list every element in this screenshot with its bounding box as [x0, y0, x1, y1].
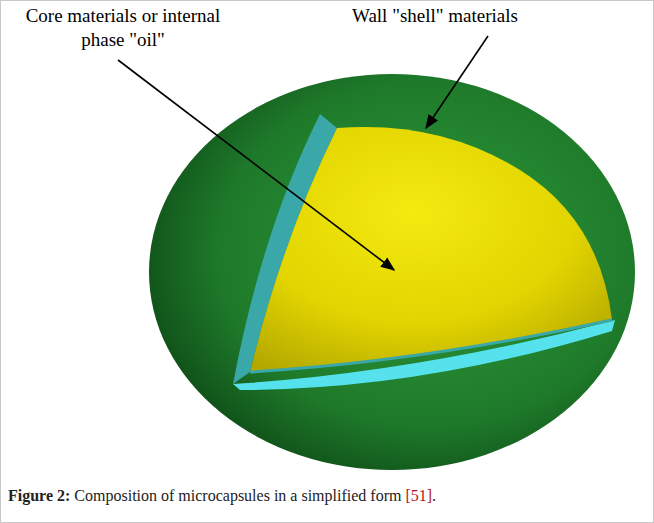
shell-sphere — [149, 74, 635, 470]
caption-text: Composition of microcapsules in a simpli… — [70, 487, 405, 504]
caption-number: Figure 2: — [8, 487, 70, 504]
caption-reference: [51] — [405, 487, 432, 504]
figure-caption: Figure 2: Composition of microcapsules i… — [8, 487, 436, 505]
caption-text: . — [432, 487, 436, 504]
shell-edge — [250, 320, 612, 372]
wall-label: Wall "shell" materials — [352, 4, 518, 28]
core-oil — [250, 127, 612, 372]
core-label: Core materials or internal phase "oil" — [4, 4, 242, 52]
core-leader-arrow — [118, 60, 394, 270]
wall-leader-arrow — [426, 36, 488, 128]
